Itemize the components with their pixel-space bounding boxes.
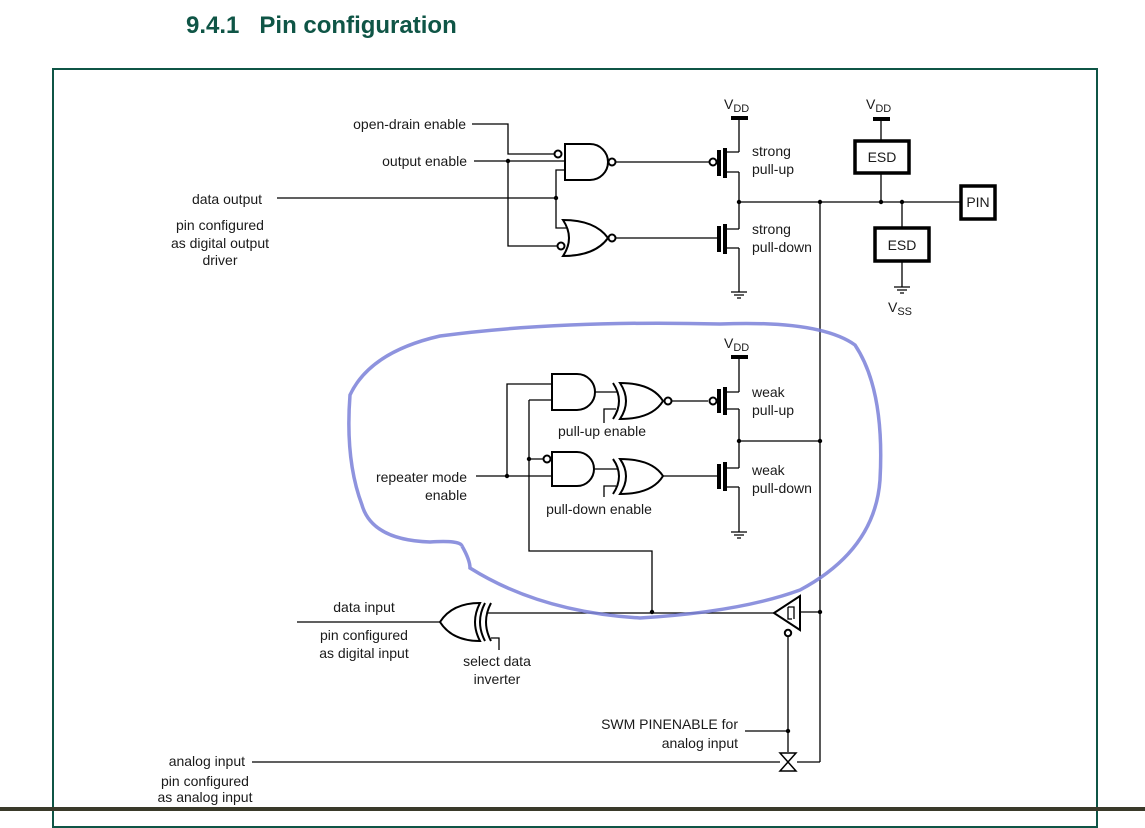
section-title: Pin configuration (259, 12, 457, 39)
esd-top-box (853, 139, 911, 175)
xor-gate (618, 457, 665, 496)
label-strong-pulldown: pull-down (752, 239, 812, 255)
label-weak-pullup: weak (751, 384, 786, 400)
label-pull-down-enable: pull-down enable (546, 501, 652, 517)
label-analog-input: analog input (169, 753, 245, 769)
label-esd-top: ESD (868, 149, 897, 165)
ground-icon (731, 291, 747, 299)
page-bottom-edge (0, 807, 1145, 811)
label-digital-output: driver (202, 252, 237, 268)
inverter-bubble (553, 149, 563, 159)
section-number: 9.4.1 (186, 12, 240, 39)
label-repeater-mode: repeater mode (376, 469, 467, 485)
pmos-gate-bubble (708, 157, 718, 167)
output-driver-section (277, 116, 997, 762)
and-gate (551, 451, 595, 487)
and-gate (551, 373, 596, 411)
label-data-output: data output (192, 191, 262, 207)
label-strong-pullup: strong (752, 143, 791, 159)
vss-label: VSS (888, 299, 912, 318)
label-data-input: data input (333, 599, 395, 615)
label-pull-up-enable: pull-up enable (558, 423, 646, 439)
label-analog-config: as analog input (158, 789, 253, 805)
label-analog-config: pin configured (161, 773, 249, 789)
label-select-data-inverter: inverter (474, 671, 521, 687)
label-weak-pulldown: pull-down (752, 480, 812, 496)
label-esd-bottom: ESD (888, 237, 917, 253)
nand-gate (564, 143, 609, 181)
label-swm-pinenable: analog input (662, 735, 738, 751)
label-select-data-inverter: select data (463, 653, 531, 669)
label-weak-pullup: pull-up (752, 402, 794, 418)
ground-icon (731, 531, 747, 539)
pin-configuration-schematic: open-drain enable output enable data out… (158, 96, 997, 805)
nor-gate (561, 218, 610, 258)
schmitt-buffer (772, 594, 801, 632)
label-strong-pullup: pull-up (752, 161, 794, 177)
label-digital-input: pin configured (320, 627, 408, 643)
xnor-gate (618, 381, 665, 421)
xor-gate-input (438, 601, 482, 643)
label-swm-pinenable: SWM PINENABLE for (601, 716, 738, 732)
vdd-label: VDD (866, 96, 891, 115)
label-digital-input: as digital input (319, 645, 409, 661)
vdd-label: VDD (724, 96, 749, 115)
label-output-enable: output enable (382, 153, 467, 169)
inverter-bubble (607, 157, 617, 167)
pull-resistor-section (476, 355, 823, 612)
transmission-gate (778, 752, 798, 772)
label-pin: PIN (966, 194, 989, 210)
label-open-drain-enable: open-drain enable (353, 116, 466, 132)
junction-dot (505, 158, 511, 164)
label-strong-pulldown: strong (752, 221, 791, 237)
hand-drawn-annotation-loop (347, 321, 883, 620)
label-weak-pulldown: weak (751, 462, 786, 478)
input-section (252, 594, 823, 772)
label-digital-output: as digital output (171, 235, 269, 251)
pin-box (959, 184, 997, 221)
inverter-bubble (556, 241, 566, 251)
inverter-bubble (607, 233, 617, 243)
esd-bottom-box (873, 226, 931, 263)
junction-dot (553, 195, 559, 201)
vdd-label: VDD (724, 335, 749, 354)
label-repeater-mode: enable (425, 487, 467, 503)
label-digital-output: pin configured (176, 217, 264, 233)
ground-icon (894, 286, 910, 294)
section-heading: 9.4.1 Pin configuration (186, 12, 457, 40)
